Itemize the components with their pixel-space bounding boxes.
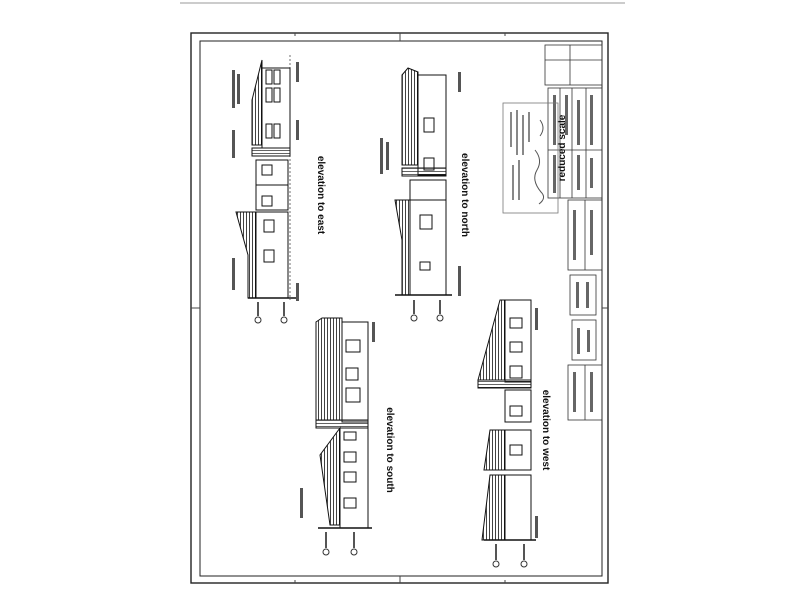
approval-stamp	[502, 102, 559, 214]
scale-note: reduced scale	[557, 114, 568, 181]
title-block-notes	[553, 95, 593, 412]
label-elevation-west: elevation to west	[540, 390, 551, 471]
east-elevation-annotations	[232, 62, 299, 324]
title-block	[544, 44, 603, 421]
north-elevation-annotations	[380, 72, 461, 322]
east-elevation-drawing	[235, 55, 296, 300]
label-elevation-south: elevation to south	[384, 407, 395, 493]
label-elevation-north: elevation to north	[459, 153, 470, 237]
label-elevation-east: elevation to east	[315, 156, 326, 235]
south-elevation-annotations	[300, 322, 375, 556]
west-elevation-annotations	[492, 308, 538, 568]
west-elevation-drawing	[477, 299, 536, 541]
south-elevation-drawing	[315, 317, 372, 529]
north-elevation-drawing	[394, 67, 452, 296]
border-ticks	[191, 33, 608, 583]
